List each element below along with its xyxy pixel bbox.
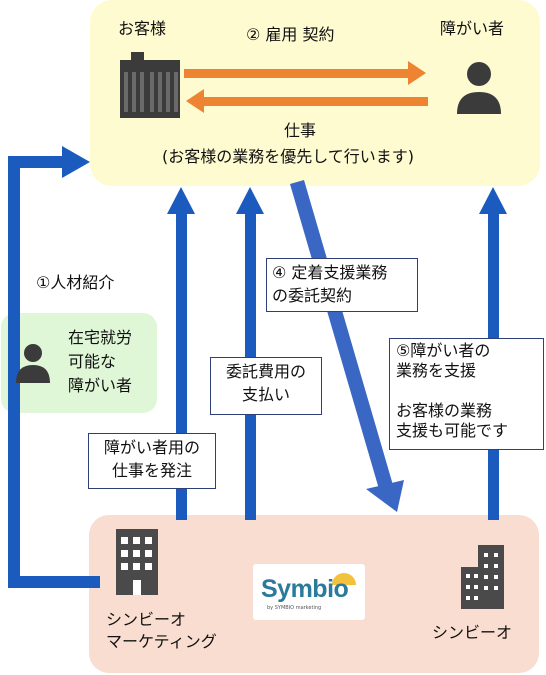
candidate-person-icon <box>16 344 50 383</box>
logo-subtext: by SYMBIO marketing <box>267 605 322 611</box>
intro-arrow-head <box>62 146 90 178</box>
work-arrow <box>202 97 428 106</box>
symbio-label: シンビーオ <box>432 623 513 642</box>
logo-wordmark: Symbio <box>261 575 349 603</box>
employment-contract-label: ② 雇用 契約 <box>246 25 335 44</box>
support-label: ⑤障がい者の 業務を支援 お客様の業務 支援も可能です <box>389 338 544 450</box>
client-building-icon <box>120 52 180 118</box>
intro-arrow <box>8 156 100 588</box>
work-label: 仕事 <box>284 121 317 140</box>
support-contract-arrow <box>290 180 395 496</box>
candidate-text: 在宅就労 可能な 障がい者 <box>68 328 133 395</box>
payment-label: 委託費用の 支払い <box>210 357 322 415</box>
contract-arrow <box>184 69 410 78</box>
sun-icon <box>332 573 356 585</box>
order-label: 障がい者用の 仕事を発注 <box>88 433 216 489</box>
support-contract-arrow-head <box>366 480 404 512</box>
support-arrow-head <box>479 187 507 214</box>
client-label: お客様 <box>118 19 167 38</box>
order-arrow <box>176 210 187 520</box>
symbio-building-icon <box>461 545 504 609</box>
payment-arrow-head <box>236 187 264 214</box>
marketing-label: シンビーオ マーケティング <box>106 610 217 651</box>
intro-label: ①人材紹介 <box>36 273 115 292</box>
person-label: 障がい者 <box>440 19 505 38</box>
order-arrow-head <box>167 187 195 214</box>
symbio-logo: Symbio by SYMBIO marketing <box>253 564 365 620</box>
candidate-group-box <box>1 313 157 413</box>
work-note: (お客様の業務を優先して行います) <box>162 147 415 166</box>
work-arrow-head <box>186 89 204 113</box>
marketing-building-icon <box>116 529 158 595</box>
support-contract-label: ④ 定着支援業務 の委託契約 <box>266 258 418 312</box>
person-icon <box>457 62 501 114</box>
contract-arrow-head <box>408 61 426 85</box>
